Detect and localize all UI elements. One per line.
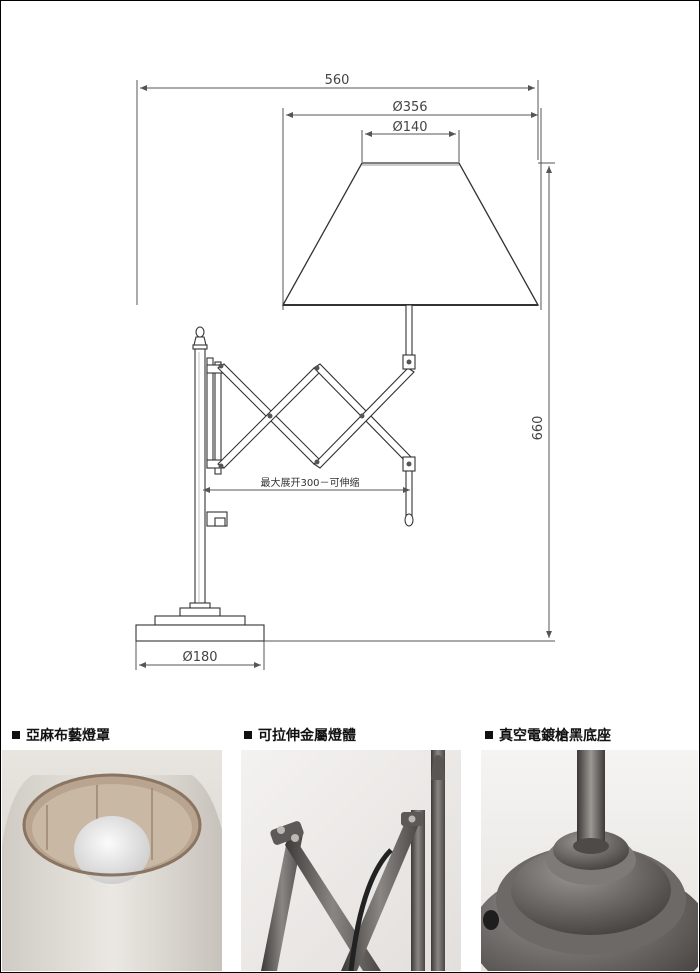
overall-width-label: 560 [325,73,350,88]
caption-lampshade: 亞麻布藝燈罩 [12,723,110,747]
height-dimension [264,162,555,642]
lamp-pole [192,326,208,606]
bullet-square-icon [12,731,20,739]
lampshade-photo [2,750,222,971]
lampshade-outline [281,162,540,306]
scissor-rail-left [206,357,228,527]
shade-bottom-dimension [282,108,542,310]
lamp-base [135,602,265,642]
lamp-stem [404,304,414,527]
caption-base-text: 真空電鍍槍黑底座 [499,728,611,744]
extension-note: 最大展开300－可伸缩 [260,476,359,489]
caption-scissor-arm-text: 可拉伸金屬燈體 [258,728,356,744]
overall-width-dimension [136,80,539,305]
scissor-arm-photo [241,750,461,971]
base-dimension [135,641,265,670]
caption-lampshade-text: 亞麻布藝燈罩 [26,728,110,744]
bullet-square-icon [485,731,493,739]
height-label: 660 [531,416,546,441]
shade-top-dimension [361,130,460,162]
base-photo [481,750,698,971]
shade-top-label: Ø140 [392,120,427,135]
caption-scissor-arm: 可拉伸金屬燈體 [244,723,356,747]
shade-bottom-label: Ø356 [392,100,427,115]
bullet-square-icon [244,731,252,739]
technical-drawing: 560 Ø356 Ø140 660 [135,73,555,670]
scissor-arm [217,354,416,472]
scissor-pivots [218,359,412,469]
base-dia-label: Ø180 [182,650,217,665]
caption-base: 真空電鍍槍黑底座 [485,723,611,747]
